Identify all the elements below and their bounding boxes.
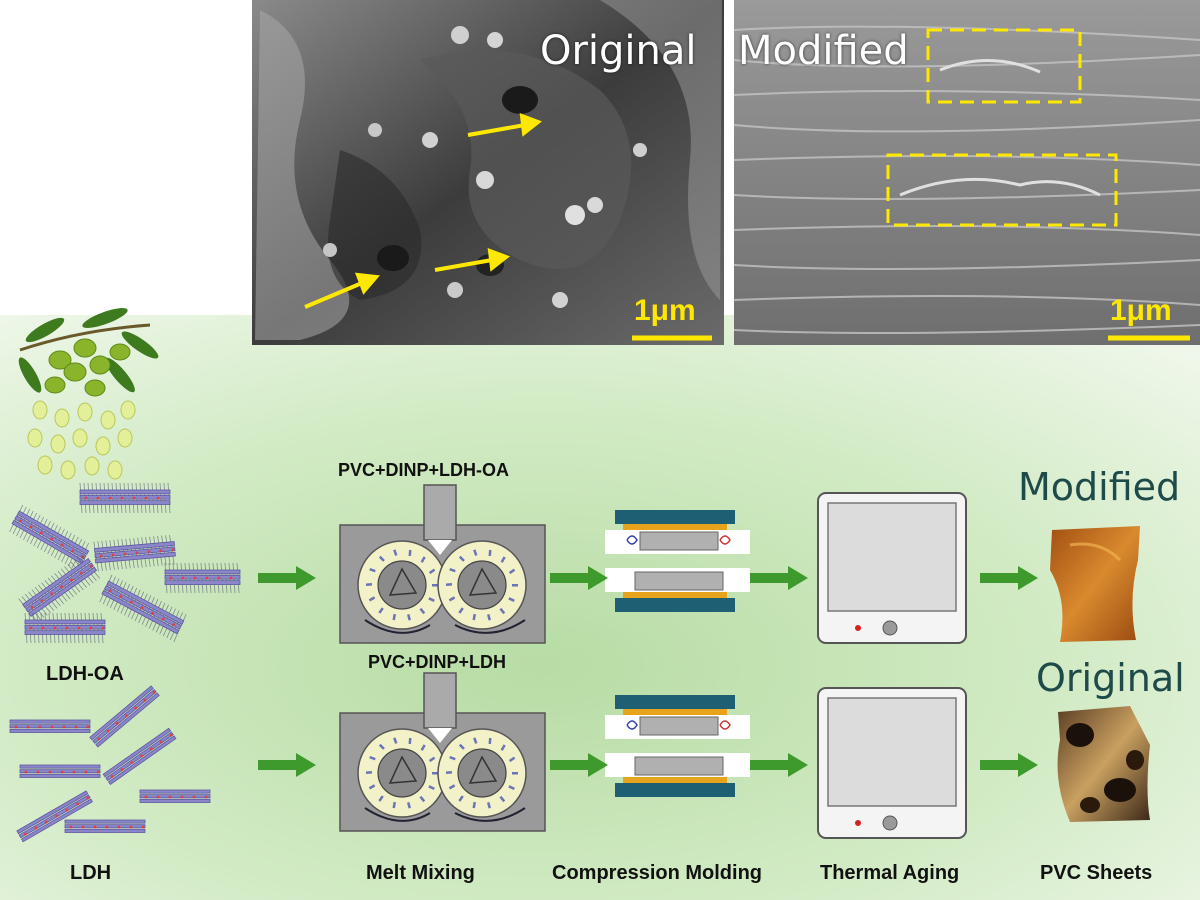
sem-title-modified: Modified	[738, 28, 909, 74]
sem-image-modified	[733, 0, 1200, 345]
step-label-pvc-sheets: PVC Sheets	[1040, 862, 1153, 884]
compression-mold-top	[605, 510, 750, 612]
oil-droplets-icon	[27, 400, 136, 480]
step-label-thermal-aging: Thermal Aging	[820, 862, 960, 884]
pvc-sheet-original	[1057, 706, 1150, 822]
sem-title-original: Original	[540, 28, 697, 74]
scale-bar-label-right: 1μm	[1110, 294, 1172, 327]
ldh-layers-icon	[9, 685, 211, 843]
material-label-ldh-oa: LDH-OA	[46, 663, 124, 685]
melt-mixer-bottom	[339, 672, 546, 832]
step-label-ldh: LDH	[70, 862, 112, 884]
flow-arrows	[258, 566, 1038, 777]
step-label-melt-mixing: Melt Mixing	[366, 862, 475, 884]
aging-oven-bottom	[817, 687, 967, 839]
feed-label-top: PVC+DINP+LDH-OA	[338, 460, 510, 480]
compression-mold-bottom	[605, 695, 750, 797]
ldh-oa-layers-icon	[9, 482, 241, 644]
aging-oven-top	[817, 492, 967, 644]
melt-mixer-top	[339, 484, 546, 644]
result-label-original: Original	[1036, 656, 1185, 700]
result-label-modified: Modified	[1018, 465, 1181, 509]
step-label-compression-molding: Compression Molding	[552, 862, 762, 884]
feed-label-bottom: PVC+DINP+LDH	[368, 652, 507, 672]
process-panel	[0, 315, 1200, 900]
pvc-sheet-modified	[1050, 526, 1140, 642]
scale-bar-label-left: 1μm	[634, 294, 696, 327]
olive-branch-icon	[18, 308, 159, 397]
sem-image-original	[252, 0, 724, 345]
